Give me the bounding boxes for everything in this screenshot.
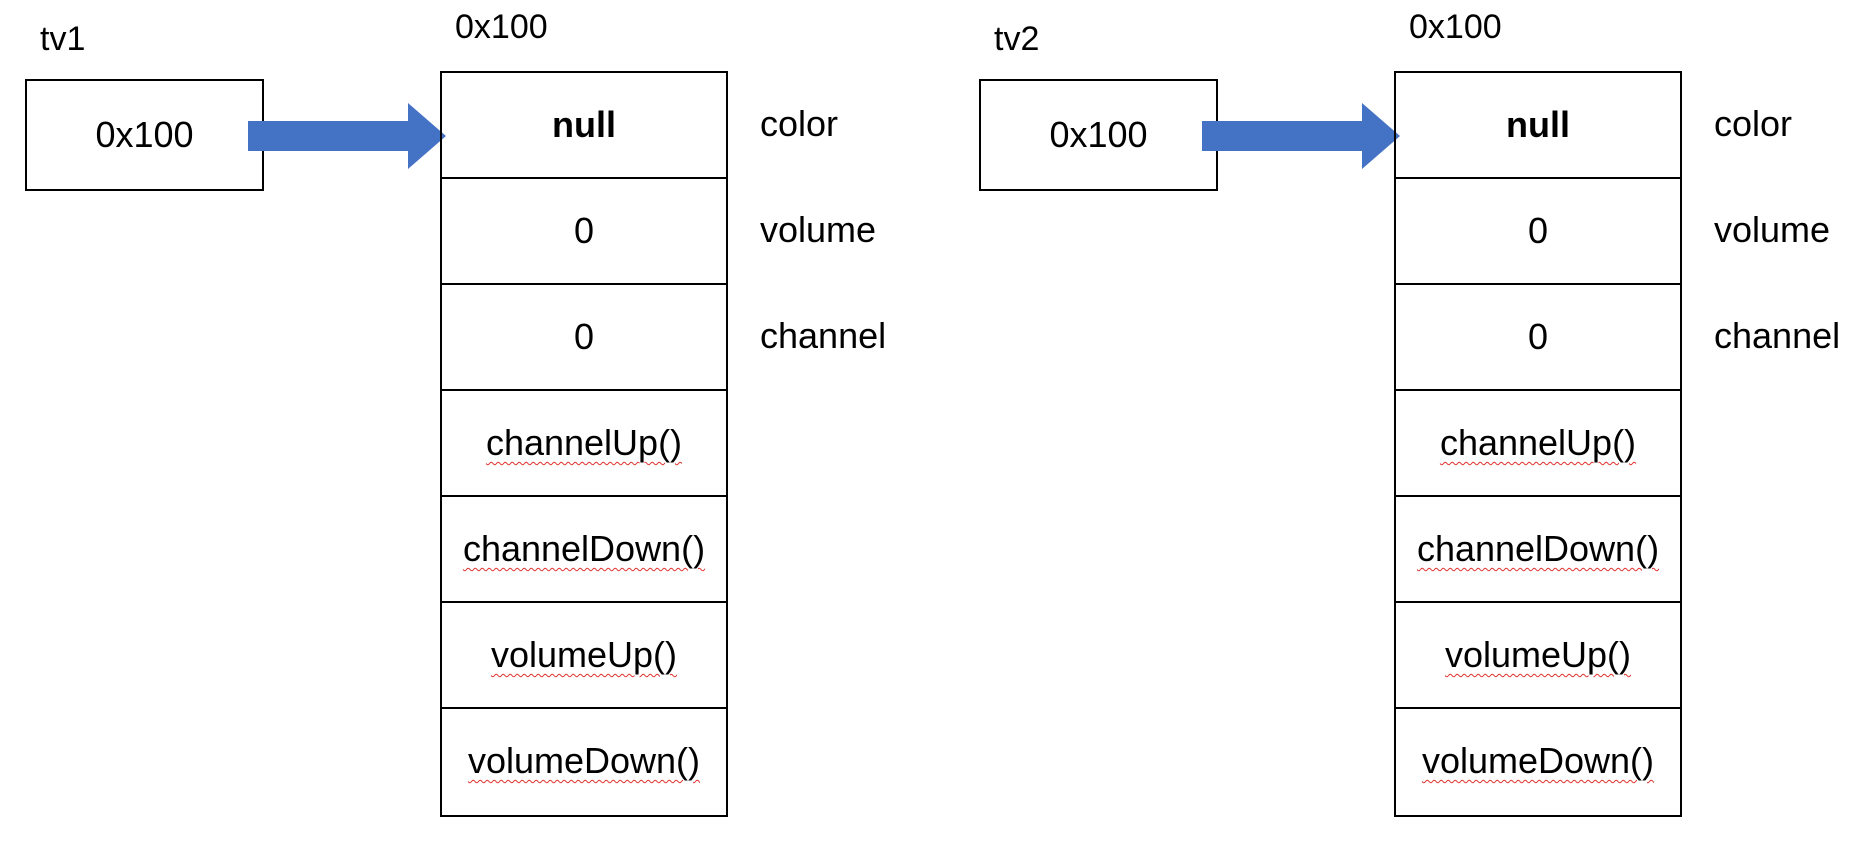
memory-diagram-tv1: tv1 0x100 0x100 null 0 0 channelUp() cha… — [25, 8, 930, 817]
reference-box: 0x100 — [25, 79, 264, 191]
method-channel-up: channelUp() — [1396, 391, 1680, 497]
field-value-volume: 0 — [442, 179, 726, 285]
object-address: 0x100 — [455, 8, 548, 46]
field-label-color: color — [1714, 103, 1793, 144]
field-labels: color volume channel — [760, 71, 930, 389]
method-label: volumeDown() — [1421, 740, 1655, 781]
method-label: channelDown() — [1416, 528, 1660, 569]
field-label-volume: volume — [1714, 209, 1831, 250]
method-volume-up: volumeUp() — [1396, 603, 1680, 709]
field-value-color: null — [1396, 73, 1680, 179]
variable-name: tv2 — [994, 20, 1040, 58]
object-box: null 0 0 channelUp() channelDown() volum… — [440, 71, 728, 817]
reference-box: 0x100 — [979, 79, 1218, 191]
field-label-volume: volume — [760, 209, 877, 250]
method-channel-down: channelDown() — [1396, 497, 1680, 603]
object-address: 0x100 — [1409, 8, 1502, 46]
reference-arrow-icon — [248, 103, 446, 169]
field-label-color: color — [760, 103, 839, 144]
method-channel-down: channelDown() — [442, 497, 726, 603]
method-volume-down: volumeDown() — [1396, 709, 1680, 813]
method-volume-up: volumeUp() — [442, 603, 726, 709]
object-box: null 0 0 channelUp() channelDown() volum… — [1394, 71, 1682, 817]
reference-value: 0x100 — [95, 114, 194, 155]
reference-value: 0x100 — [1049, 114, 1148, 155]
method-label: volumeUp() — [490, 634, 678, 675]
field-value-channel: 0 — [1396, 285, 1680, 391]
method-volume-down: volumeDown() — [442, 709, 726, 813]
field-value-color: null — [442, 73, 726, 179]
method-label: volumeDown() — [467, 740, 701, 781]
method-label: channelUp() — [485, 422, 683, 463]
field-labels: color volume channel — [1714, 71, 1860, 389]
field-value-volume: 0 — [1396, 179, 1680, 285]
method-label: channelDown() — [462, 528, 706, 569]
variable-name: tv1 — [40, 20, 86, 58]
field-label-channel: channel — [760, 315, 887, 356]
field-value-channel: 0 — [442, 285, 726, 391]
memory-diagram-tv2: tv2 0x100 0x100 null 0 0 channelUp() cha… — [954, 0, 1860, 848]
method-label: channelUp() — [1439, 422, 1637, 463]
method-label: volumeUp() — [1444, 634, 1632, 675]
reference-arrow-icon — [1202, 103, 1400, 169]
method-channel-up: channelUp() — [442, 391, 726, 497]
field-label-channel: channel — [1714, 315, 1841, 356]
